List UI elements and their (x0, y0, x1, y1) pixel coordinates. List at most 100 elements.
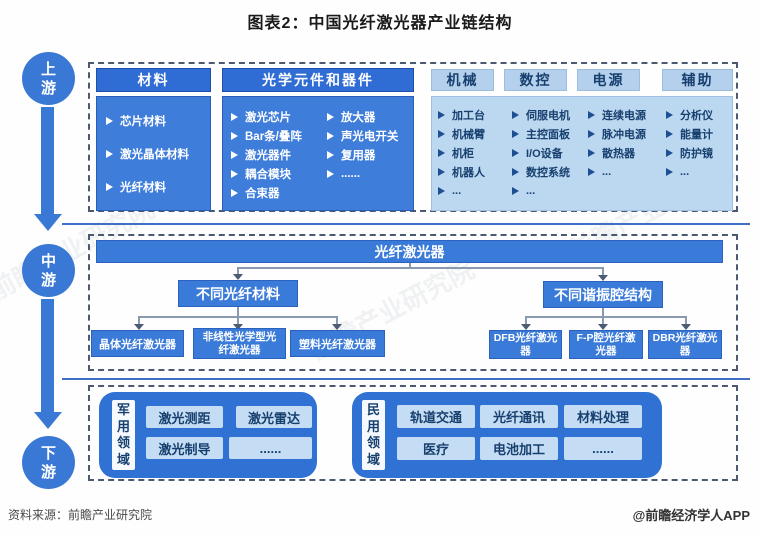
connector-arrow-icon (681, 324, 691, 330)
connector-line (237, 318, 239, 324)
fiber-laser-root-node: 光纤激光器 (96, 240, 723, 263)
laser-type-dbr: DBR光纤激光器 (648, 330, 722, 359)
stage-midstream-badge: 中游 (22, 244, 75, 297)
connector-arrow-icon (134, 324, 144, 330)
auxiliary-header: 辅助 (662, 69, 733, 91)
equipment-panel: 加工台 机械臂 机柜 机器人 ... 伺服电机 主控面板 I/O设备 数控系统 … (431, 96, 733, 211)
branch-resonator-structure: 不同谐振腔结构 (543, 281, 663, 308)
list-item: 合束器 (231, 183, 327, 202)
arrow-bullet-icon (588, 167, 595, 176)
list-item: 伺服电机 (512, 105, 588, 124)
arrow-bullet-icon (326, 112, 334, 121)
connector-line (138, 316, 338, 318)
list-item: 连续电源 (588, 105, 666, 124)
application-item: 材料处理 (564, 405, 642, 428)
brand-note: @前瞻经济学人APP (632, 508, 750, 523)
arrow-bullet-icon (512, 167, 519, 176)
laser-type-dfb: DFB光纤激光器 (489, 330, 562, 359)
upstream-section-frame (88, 62, 738, 212)
list-item: 放大器 (326, 107, 411, 126)
connector-line (237, 267, 604, 269)
optics-header: 光学元件和器件 (222, 68, 414, 92)
arrow-bullet-icon (231, 112, 238, 121)
down-arrow-icon (34, 412, 62, 429)
list-item: 激光晶体材料 (106, 144, 210, 163)
list-item: 机器人 (438, 162, 512, 181)
arrow-bullet-icon (666, 110, 673, 119)
connector-arrow-icon (598, 324, 608, 330)
down-arrow-icon (34, 214, 62, 231)
list-item: 散热器 (588, 143, 666, 162)
list-item: I/O设备 (512, 143, 588, 162)
application-item: 光纤通讯 (480, 405, 558, 428)
arrow-bullet-icon (326, 131, 334, 140)
power-header: 电源 (577, 69, 640, 91)
connector-line (525, 318, 527, 324)
list-item: 分析仪 (666, 105, 732, 124)
arrow-bullet-icon (588, 129, 595, 138)
list-item: 防护镜 (666, 143, 732, 162)
arrow-bullet-icon (512, 110, 519, 119)
arrow-bullet-icon (106, 182, 113, 191)
connector-line (602, 269, 604, 275)
arrow-bullet-icon (326, 150, 334, 159)
list-item: 激光器件 (231, 145, 327, 164)
arrow-bullet-icon (588, 110, 595, 119)
connector-arrow-icon (233, 274, 243, 280)
arrow-bullet-icon (438, 148, 445, 157)
application-item: 激光测距 (146, 406, 223, 428)
laser-type-crystal: 晶体光纤激光器 (91, 330, 184, 357)
arrow-bullet-icon (326, 169, 334, 178)
list-item: ... (588, 162, 666, 181)
materials-header: 材料 (96, 68, 211, 92)
connector-line (336, 318, 338, 324)
list-item: 光纤材料 (106, 177, 210, 196)
application-item: 医疗 (397, 437, 475, 460)
connector-arrow-icon (332, 324, 342, 330)
materials-panel: 芯片材料 激光晶体材料 光纤材料 (96, 96, 211, 211)
midstream-section-frame (88, 234, 738, 371)
list-item: 声光电开关 (326, 126, 411, 145)
connector-arrow-icon (521, 324, 531, 330)
list-item: ... (438, 181, 512, 200)
connector-line (602, 308, 604, 317)
application-item: 电池加工 (480, 437, 558, 460)
connector-line (237, 307, 239, 317)
arrow-bullet-icon (438, 129, 445, 138)
arrow-bullet-icon (231, 150, 238, 159)
list-item: 复用器 (326, 145, 411, 164)
application-item: ...... (229, 437, 312, 459)
arrow-bullet-icon (666, 148, 673, 157)
list-item: 芯片材料 (106, 111, 210, 130)
list-item: Bar条/叠阵 (231, 126, 327, 145)
optics-panel: 激光芯片 Bar条/叠阵 激光器件 耦合模块 合束器 放大器 声光电开关 复用器… (222, 96, 414, 211)
arrow-bullet-icon (512, 129, 519, 138)
arrow-bullet-icon (106, 149, 113, 158)
arrow-bullet-icon (231, 188, 238, 197)
arrow-bullet-icon (666, 167, 673, 176)
connector-arrow-icon (598, 275, 608, 281)
list-item: 激光芯片 (231, 107, 327, 126)
application-item: 激光制导 (146, 437, 223, 459)
section-divider (62, 378, 750, 380)
arrow-bullet-icon (512, 186, 519, 195)
list-item: ...... (326, 164, 411, 183)
connector-line (525, 316, 687, 318)
connector-line (602, 318, 604, 324)
connector-line (138, 318, 140, 324)
machinery-header: 机械 (431, 69, 494, 91)
civil-field-label: 民用领域 (362, 400, 385, 470)
application-item: 激光雷达 (236, 406, 312, 428)
source-note: 资料来源：前瞻产业研究院 (8, 508, 153, 522)
list-item: 数控系统 (512, 162, 588, 181)
arrow-bullet-icon (666, 129, 673, 138)
down-arrow-icon (41, 107, 54, 214)
application-item: 轨道交通 (397, 405, 475, 428)
list-item: 能量计 (666, 124, 732, 143)
military-field-label: 军用领域 (112, 400, 135, 470)
laser-type-fp: F-P腔光纤激光器 (569, 330, 643, 359)
arrow-bullet-icon (438, 167, 445, 176)
arrow-bullet-icon (231, 169, 238, 178)
page-title: 图表2：中国光纤激光器产业链结构 (247, 15, 513, 32)
